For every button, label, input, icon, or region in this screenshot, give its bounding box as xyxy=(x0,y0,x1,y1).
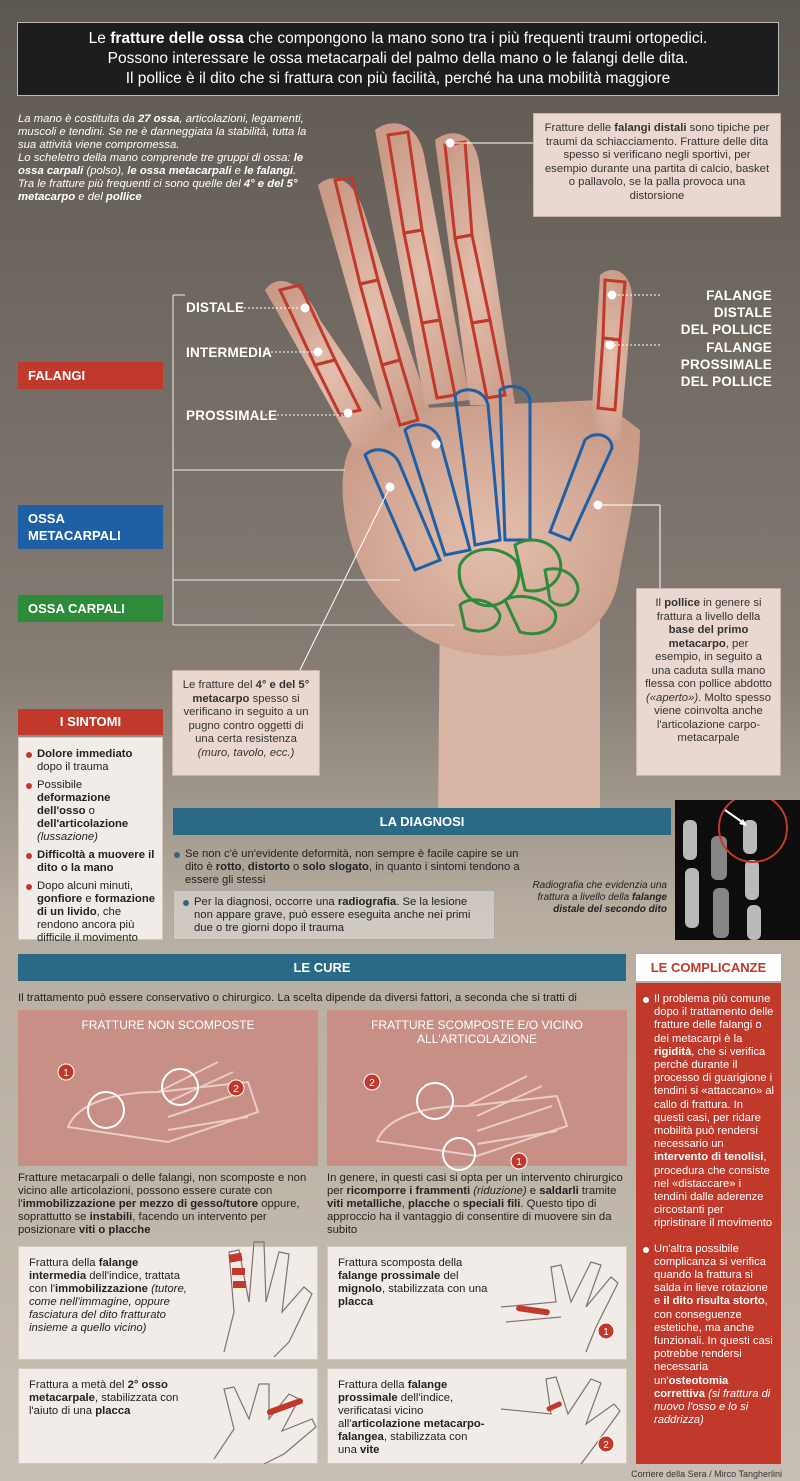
sintomo-3: Difficoltà a muovere il dito o la mano xyxy=(25,849,156,875)
intro-text: La mano è costituita da 27 ossa, articol… xyxy=(18,113,318,204)
cure-intro: Il trattamento può essere conservativo o… xyxy=(18,992,577,1004)
metacarpals-outline xyxy=(363,385,614,572)
case-card-4: Frattura della falange prossimale dell'i… xyxy=(327,1368,627,1465)
marker-1: 1 xyxy=(63,1068,69,1079)
hand-sketch-1 xyxy=(223,1241,313,1358)
xray-hand-left: 1 2 xyxy=(57,1061,260,1144)
cure-right-text: In genere, in questi casi si opta per un… xyxy=(327,1172,623,1236)
panel-scomposte-title: FRATTURE SCOMPOSTE E/O VICINO ALL'ARTICO… xyxy=(371,1018,583,1046)
sintomi-panel: Dolore immediato dopo il trauma Possibil… xyxy=(18,737,163,944)
case-card-2: Frattura a metà del 2° osso metacarpale,… xyxy=(18,1368,318,1465)
case-1-text: Frattura della falange intermedia dell'i… xyxy=(29,1257,187,1334)
xray-caption: Radiografia che evidenzia una frattura a… xyxy=(532,880,667,915)
callout-lines xyxy=(240,138,661,671)
header-box: Le fratture delle ossa che compongono la… xyxy=(17,22,779,96)
case-3-text: Frattura scomposta della falange prossim… xyxy=(338,1257,488,1308)
xray-hand-right: 2 1 xyxy=(363,1073,569,1171)
case-card-3: Frattura scomposta della falange prossim… xyxy=(327,1246,627,1360)
hand-sketch-2 xyxy=(213,1383,317,1465)
label-intermedia: INTERMEDIA xyxy=(186,345,272,360)
forearm xyxy=(438,600,600,820)
intro-p3: Tra le fratture più frequenti ci sono qu… xyxy=(18,178,298,203)
header-line-3: Il pollice è il dito che si frattura con… xyxy=(125,70,671,87)
marker-2: 2 xyxy=(233,1084,239,1095)
marker-1b: 1 xyxy=(516,1157,522,1168)
diagnosi-p1: Se non c'è un'evidente deformità, non se… xyxy=(173,848,533,892)
label-prossimale: PROSSIMALE xyxy=(186,408,278,423)
case-4-text: Frattura della falange prossimale dell'i… xyxy=(338,1379,485,1456)
panel-non-scomposte-title: FRATTURE NON SCOMPOSTE xyxy=(81,1018,255,1032)
complicanza-1: Il problema più comune dopo il trattamen… xyxy=(642,993,775,1231)
marker-2c: 2 xyxy=(603,1440,609,1451)
credit: Corriere della Sera / Mirco Tangherlini xyxy=(631,1469,782,1479)
complicanza-2: Un'altra possibile complicanza si verifi… xyxy=(642,1243,775,1428)
hand-illustration xyxy=(172,123,661,820)
diagnosi-p2: Per la diagnosi, occorre una radiografia… xyxy=(173,890,495,940)
sintomo-2: Possibile deformazione dell'osso o dell'… xyxy=(25,779,156,844)
box-metacarpo: Le fratture del 4° e del 5° metacarpo sp… xyxy=(172,670,320,776)
carpals-outline xyxy=(457,538,580,636)
complicanze-panel: Il problema più comune dopo il trattamen… xyxy=(636,983,781,1464)
pinky-finger xyxy=(265,281,395,450)
hand-sketch-3: 1 xyxy=(500,1261,619,1353)
case-2-text: Frattura a metà del 2° osso metacarpale,… xyxy=(29,1379,179,1417)
sintomo-1: Dolore immediato dopo il trauma xyxy=(25,748,156,774)
complicanze-title: LE COMPLICANZE xyxy=(636,954,781,981)
sintomi-title: I SINTOMI xyxy=(18,709,163,735)
intro-p1: La mano è costituita da 27 ossa, articol… xyxy=(18,113,307,151)
hand-sketch-4: 2 xyxy=(500,1376,621,1465)
cure-title: LE CURE xyxy=(18,954,626,981)
box-falangi-distali: Fratture delle falangi distali sono tipi… xyxy=(533,113,781,217)
header-line-2: Possono interessare le ossa metacarpali … xyxy=(107,50,689,67)
index-finger xyxy=(435,133,515,405)
sintomo-4: Dopo alcuni minuti, gonfiore e formazion… xyxy=(25,880,156,945)
panel-non-scomposte: FRATTURE NON SCOMPOSTE 1 2 xyxy=(18,1010,318,1166)
xray-image xyxy=(675,800,800,940)
band-ossa-carpali: OSSA CARPALI xyxy=(18,595,163,622)
band-falangi: FALANGI xyxy=(18,362,163,389)
ring-finger xyxy=(318,178,430,420)
label-distale: DISTALE xyxy=(186,300,245,315)
panel-scomposte: FRATTURE SCOMPOSTE E/O VICINO ALL'ARTICO… xyxy=(327,1010,627,1171)
box-pollice: Il pollice in genere si frattura a livel… xyxy=(636,588,781,776)
header-line-1: Le fratture delle ossa che compongono la… xyxy=(88,30,708,47)
bracket-lines xyxy=(172,294,455,626)
case-card-1: Frattura della falange intermedia dell'i… xyxy=(18,1241,318,1360)
cure-left-text: Fratture metacarpali o delle falangi, no… xyxy=(18,1172,307,1236)
marker-2b: 2 xyxy=(369,1078,375,1089)
marker-1c: 1 xyxy=(603,1327,609,1338)
intro-p2: Lo scheletro della mano comprende tre gr… xyxy=(18,152,304,177)
diagnosi-title: LA DIAGNOSI xyxy=(173,808,671,835)
